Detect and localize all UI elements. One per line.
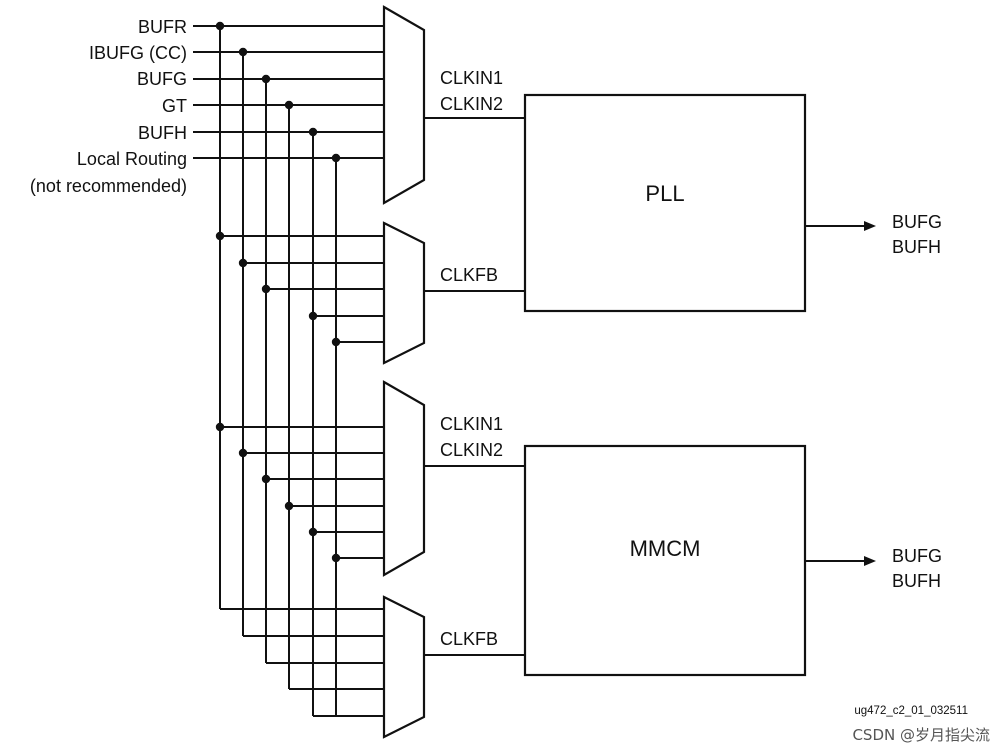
mmcm-clkfb-label: CLKFB (440, 629, 498, 649)
source-junction-0 (215, 21, 225, 31)
watermark: CSDN @岁月指尖流 (852, 726, 990, 744)
pll-clkfb-junction-0 (215, 231, 225, 241)
source-label-bufr: BUFR (138, 17, 187, 37)
pll-clkin-mux (382, 5, 426, 205)
mmcm-clkin-junction-5 (331, 553, 341, 563)
mmcm-output-bufh: BUFH (892, 571, 941, 591)
mmcm-title: MMCM (630, 536, 701, 561)
pll-clkfb-junction-2 (261, 284, 271, 294)
mmcm-clkin-junction-3 (284, 501, 294, 511)
pll-title: PLL (645, 181, 684, 206)
source-label-bufg: BUFG (137, 69, 187, 89)
mmcm-clkin-junction-2 (261, 474, 271, 484)
pll-clkin1-label: CLKIN1 (440, 68, 503, 88)
pll-clkfb-junction-1 (238, 258, 248, 268)
pll-output-bufh: BUFH (892, 237, 941, 257)
junction-dots (215, 21, 341, 563)
source-label-gt: GT (162, 96, 187, 116)
mmcm-clkin-junction-1 (238, 448, 248, 458)
pll-block (523, 93, 807, 313)
pll-clkin2-label: CLKIN2 (440, 94, 503, 114)
pll-clkfb-junction-4 (331, 337, 341, 347)
mmcm-clkin-mux (382, 380, 426, 577)
mmcm-clkin2-label: CLKIN2 (440, 440, 503, 460)
mmcm-clkfb-mux (382, 595, 426, 739)
source-junction-5 (331, 153, 341, 163)
source-junction-4 (308, 127, 318, 137)
pll-output-bufg: BUFG (892, 212, 942, 232)
mmcm-clkin-junction-0 (215, 422, 225, 432)
source-label-local-routing: Local Routing (77, 149, 187, 169)
figure-id: ug472_c2_01_032511 (854, 705, 968, 717)
pll-clkfb-mux (382, 221, 426, 365)
source-junction-1 (238, 47, 248, 57)
mmcm-output-bufg: BUFG (892, 546, 942, 566)
source-label-bufh: BUFH (138, 123, 187, 143)
pll-clkfb-junction-3 (308, 311, 318, 321)
mmcm-output-arrow (864, 556, 876, 566)
source-junction-3 (284, 100, 294, 110)
source-note: (not recommended) (30, 176, 187, 196)
pll-clkfb-label: CLKFB (440, 265, 498, 285)
source-junction-2 (261, 74, 271, 84)
mmcm-block (523, 444, 807, 677)
source-label-ibufg: IBUFG (CC) (89, 43, 187, 63)
mmcm-clkin1-label: CLKIN1 (440, 414, 503, 434)
pll-output-arrow (864, 221, 876, 231)
routing-wires (193, 25, 525, 717)
mmcm-clkin-junction-4 (308, 527, 318, 537)
